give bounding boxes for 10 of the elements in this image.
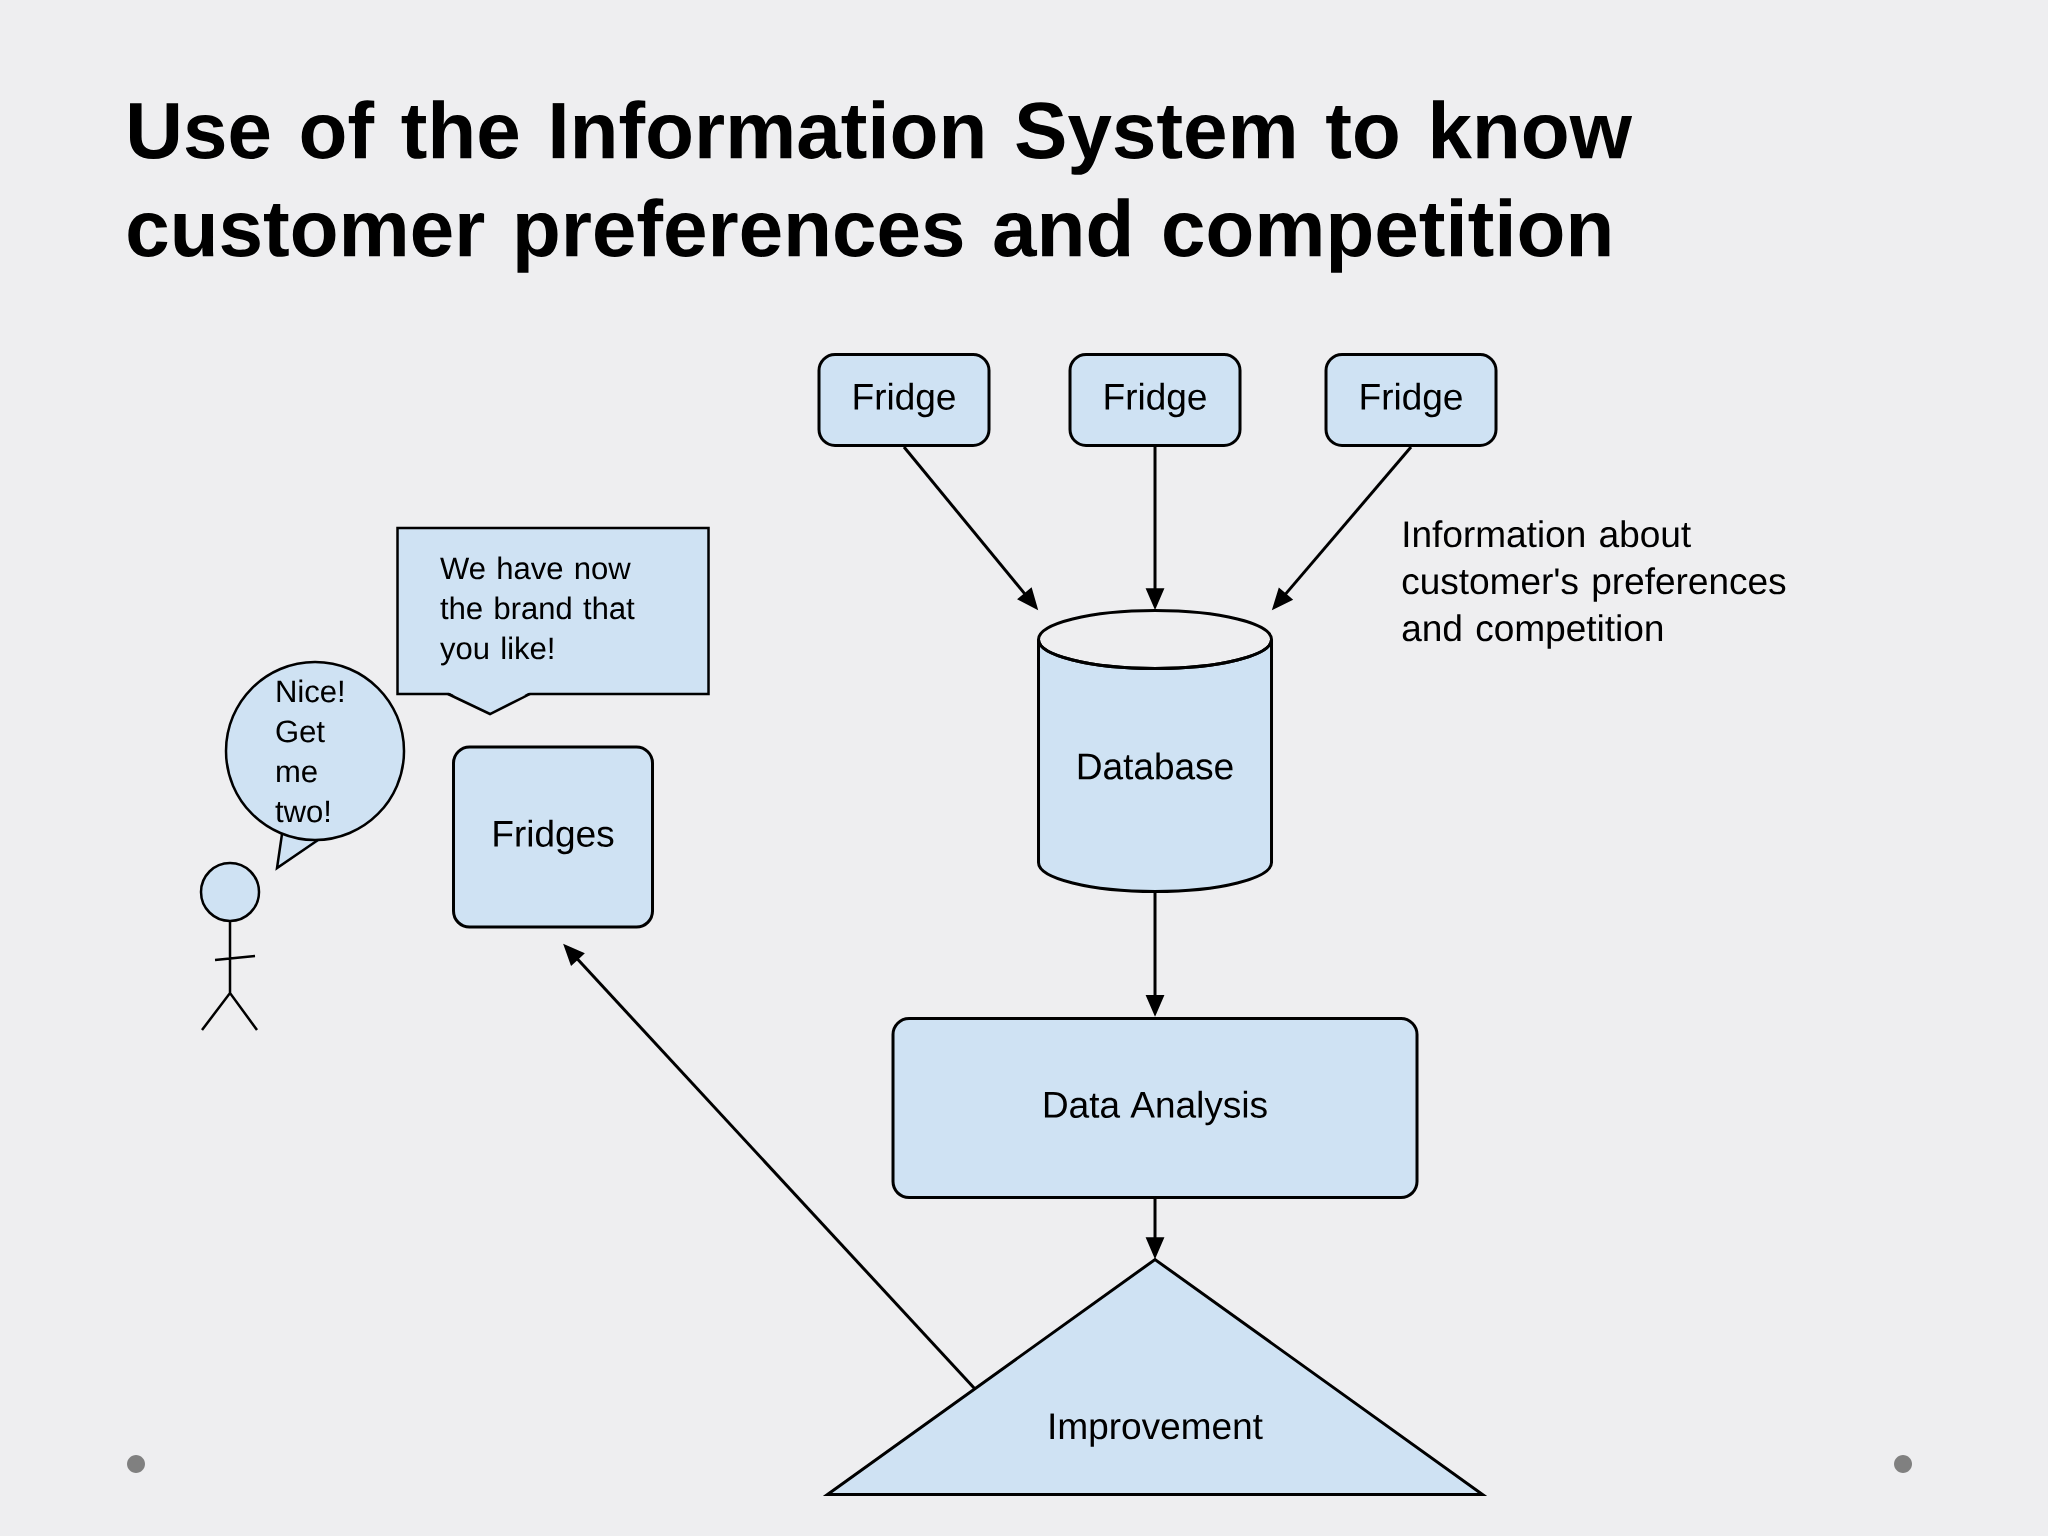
process-box: Fridge (1324, 353, 1498, 447)
thought-bubble: Nice! Get me two! (224, 660, 406, 871)
slide-title: Use of the Information System to know customer preferences and competition (128, 100, 1633, 273)
speech-bubble: We have now the brand that you like! (396, 526, 710, 716)
annotation-text: Information about customer's preferences and competition (1402, 520, 1786, 649)
process-box: Fridges (452, 745, 654, 929)
process-box: Data Analysis (891, 1017, 1419, 1199)
process-box: Fridge (1068, 353, 1242, 447)
process-box: Fridge (817, 353, 991, 447)
stick-figure (199, 861, 261, 1032)
